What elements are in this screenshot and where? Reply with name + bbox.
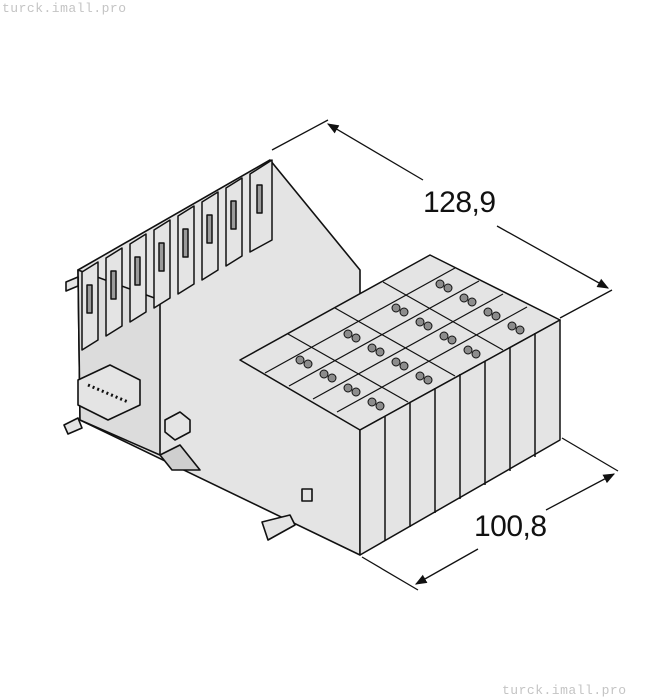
dimension-label-depth: 128,9 (423, 186, 496, 219)
module-front-face (359, 319, 561, 556)
module-slots (81, 159, 273, 351)
watermark-bottom: turck.imall.pro (502, 683, 627, 698)
dimension-lines (271, 119, 619, 591)
dimension-label-width: 100,8 (474, 510, 547, 543)
watermark-top: turck.imall.pro (2, 1, 127, 16)
terminal-blocks-top (239, 254, 561, 431)
